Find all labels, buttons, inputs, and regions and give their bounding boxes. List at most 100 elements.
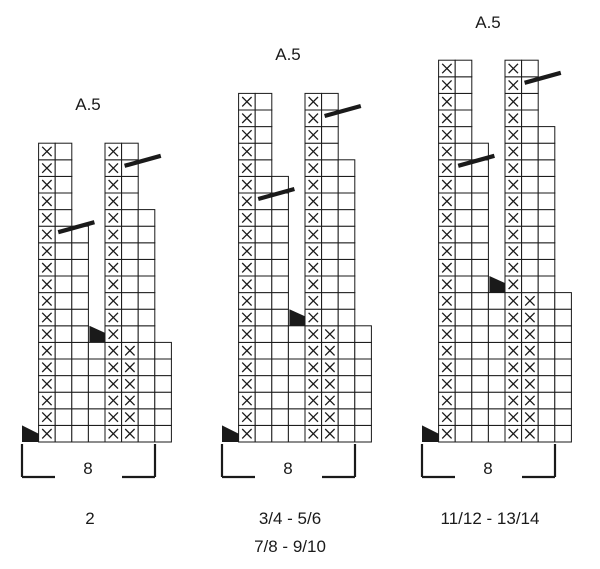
- x-mark: [308, 411, 319, 423]
- chart-cell: [454, 175, 473, 194]
- chart-cell: [537, 424, 556, 443]
- chart-cell: [121, 275, 139, 294]
- chart-cell: [537, 375, 556, 393]
- x-mark: [124, 362, 136, 373]
- x-mark: [508, 428, 519, 439]
- x-mark: [524, 378, 536, 390]
- chart-cell: [354, 325, 372, 343]
- chart-cell: [454, 109, 473, 128]
- chart-cell: [471, 258, 489, 277]
- chart-cell: [487, 325, 506, 343]
- chart-cell: [521, 192, 539, 211]
- x-mark: [41, 262, 53, 273]
- x-mark: [41, 146, 53, 157]
- chart-cell: [121, 209, 139, 227]
- chart-cell: [54, 424, 73, 443]
- x-mark: [41, 295, 53, 307]
- chart-cell: [71, 308, 89, 327]
- x-mark: [508, 146, 519, 157]
- diagram-sizes-11-14: A.5 8 11/12 - 13/14: [420, 13, 572, 528]
- chart-cell: [471, 225, 489, 244]
- chart-cell: [321, 126, 339, 144]
- x-mark: [241, 129, 253, 141]
- chart-cell: [471, 242, 489, 260]
- chart-cell: [54, 341, 73, 360]
- chart-cell: [137, 258, 156, 277]
- diagonal-slash-icon: [257, 186, 295, 202]
- chart-cell: [354, 358, 372, 377]
- chart-cell: [487, 408, 506, 426]
- x-mark: [524, 428, 536, 439]
- x-mark: [241, 411, 253, 423]
- size-label: 3/4 - 5/6: [259, 509, 321, 528]
- chart-cell: [254, 391, 273, 410]
- x-mark: [441, 378, 453, 390]
- chart-cell: [54, 325, 73, 343]
- x-mark: [308, 129, 319, 141]
- chart-cell: [471, 391, 489, 410]
- x-mark: [241, 146, 253, 157]
- chart-cell: [537, 325, 556, 343]
- x-mark: [441, 328, 453, 340]
- chart-cell: [521, 242, 539, 260]
- x-mark: [308, 96, 319, 107]
- x-mark: [41, 279, 53, 290]
- chart-cell: [454, 341, 473, 360]
- chart-cell: [154, 375, 172, 393]
- chart-cell: [54, 142, 73, 161]
- chart-cell: [54, 192, 73, 211]
- chart-cell: [137, 408, 156, 426]
- chart-cell: [537, 225, 556, 244]
- chart-cell: [337, 292, 356, 310]
- x-mark: [441, 362, 453, 373]
- diagram-title: A.5: [475, 13, 501, 32]
- x-mark: [308, 262, 319, 273]
- chart-cell: [87, 391, 106, 410]
- chart-cell: [121, 142, 139, 161]
- chart-cell: [287, 325, 306, 343]
- x-mark: [41, 411, 53, 423]
- chart-cell: [154, 341, 172, 360]
- chart-cell: [254, 159, 273, 177]
- chart-cell: [471, 341, 489, 360]
- x-mark: [441, 179, 453, 190]
- chart-cell: [71, 292, 89, 310]
- x-mark: [508, 262, 519, 273]
- chart-cell: [137, 275, 156, 294]
- x-mark: [508, 113, 519, 124]
- x-mark: [308, 328, 319, 340]
- x-mark: [108, 262, 119, 273]
- chart-cell: [287, 341, 306, 360]
- width-bracket: [420, 444, 557, 479]
- x-mark: [108, 245, 119, 257]
- x-mark: [108, 212, 119, 224]
- x-mark: [508, 212, 519, 224]
- chart-cell: [471, 209, 489, 227]
- chart-cell: [521, 225, 539, 244]
- chart-cell: [337, 175, 356, 194]
- x-mark: [308, 229, 319, 240]
- x-mark: [124, 411, 136, 423]
- chart-cell: [521, 92, 539, 111]
- chart-cell: [454, 258, 473, 277]
- chart-cell: [537, 126, 556, 144]
- width-label: 8: [283, 459, 292, 478]
- x-mark: [308, 395, 319, 406]
- chart-cell: [287, 408, 306, 426]
- chart-cell: [254, 92, 273, 111]
- x-mark: [324, 345, 336, 356]
- chart-cell: [454, 142, 473, 161]
- width-label: 8: [83, 459, 92, 478]
- chart-cell: [471, 375, 489, 393]
- x-mark: [441, 312, 453, 323]
- x-mark: [441, 212, 453, 224]
- x-mark: [108, 345, 119, 356]
- chart-cell: [537, 275, 556, 294]
- x-mark: [241, 328, 253, 340]
- chart-cell: [354, 375, 372, 393]
- chart-cell: [454, 308, 473, 327]
- chart-cell: [271, 292, 289, 310]
- chart-cell: [554, 375, 572, 393]
- chart-cell: [454, 76, 473, 94]
